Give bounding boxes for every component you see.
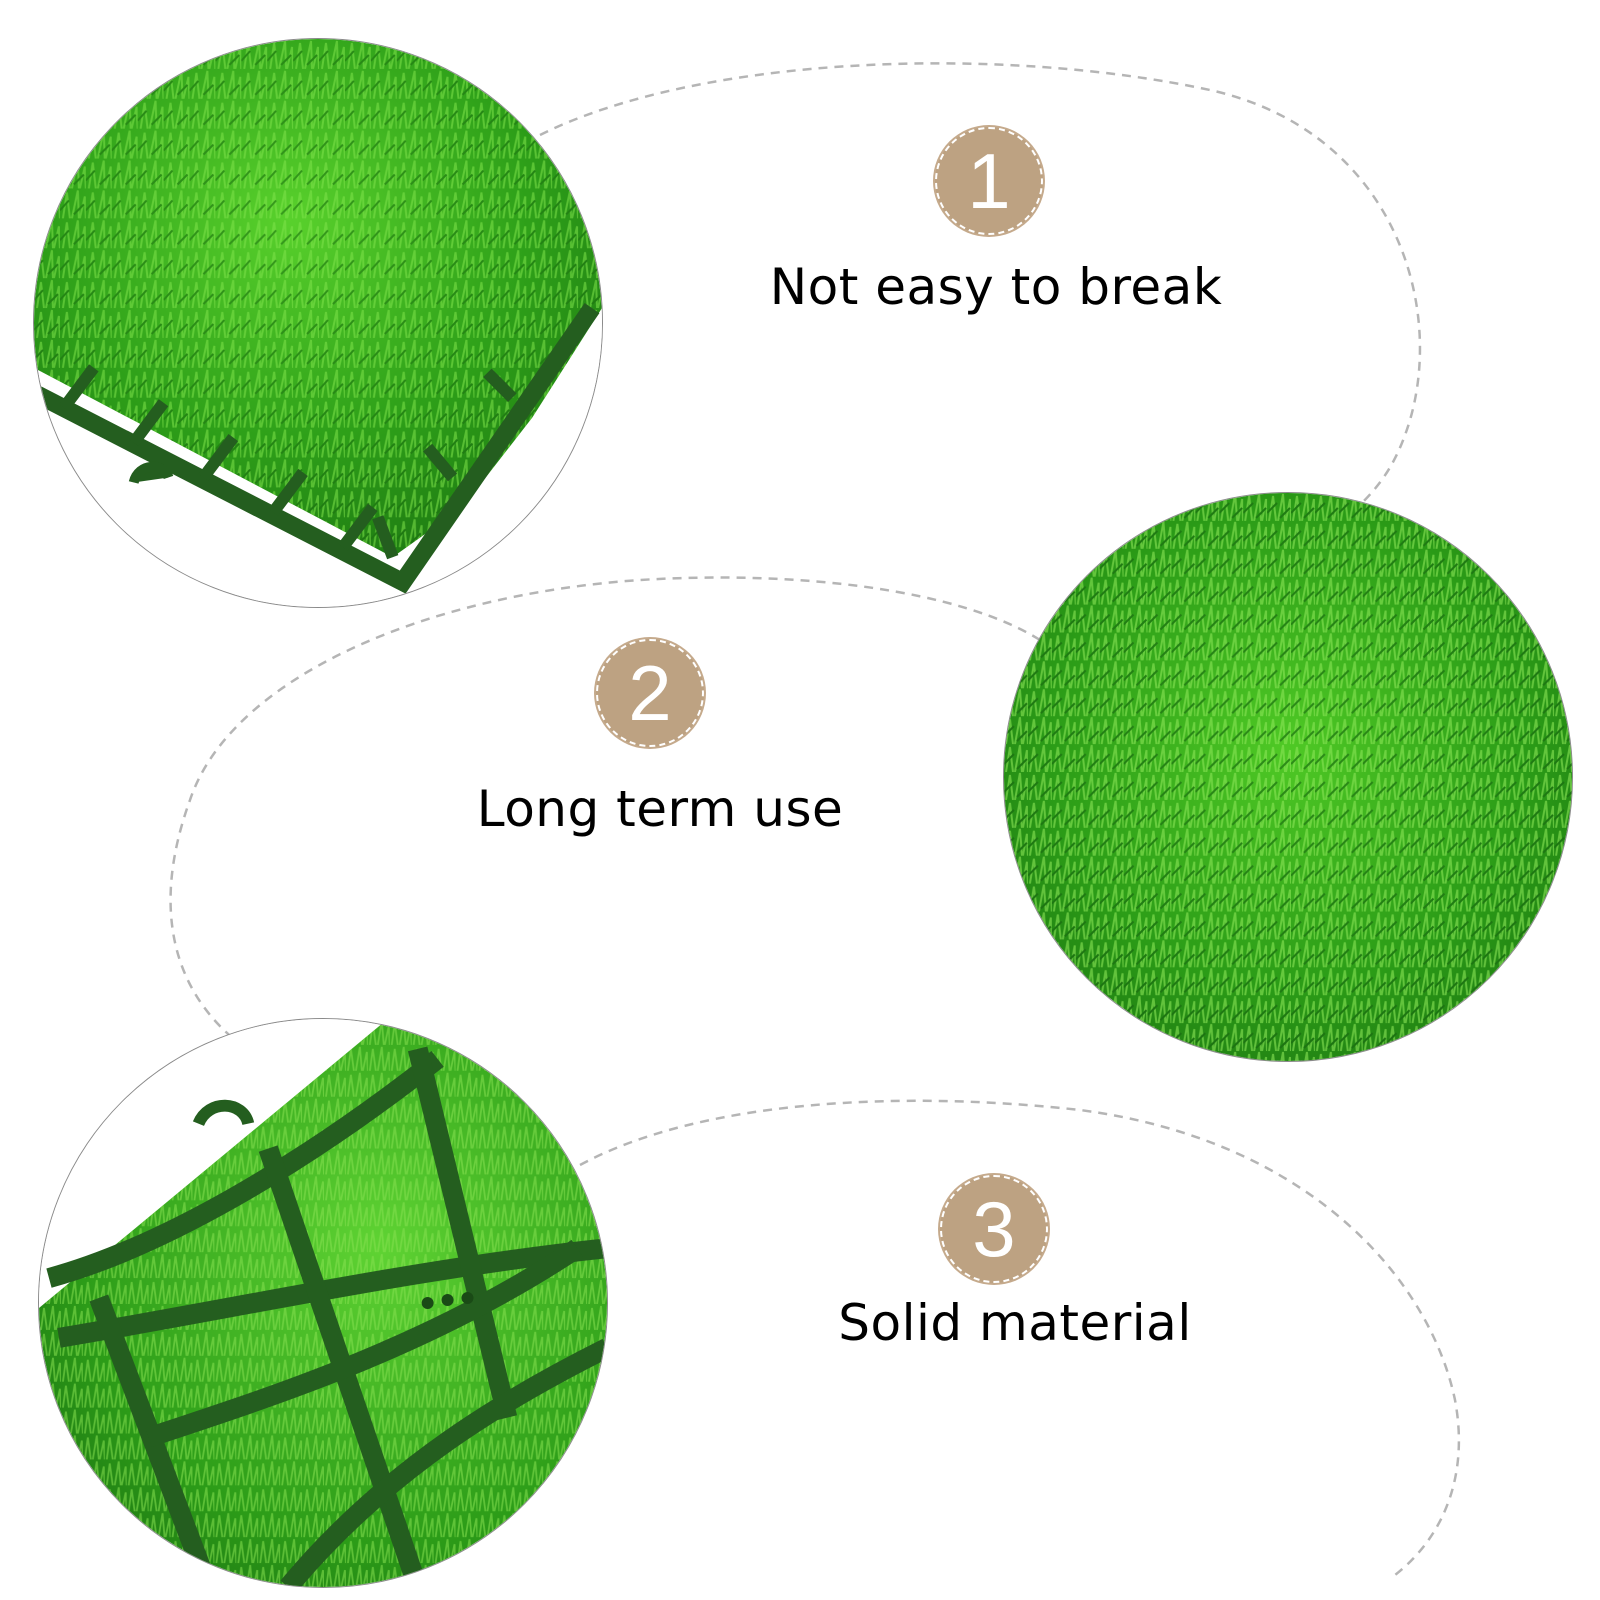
feature-number-badge-1: 1 — [935, 127, 1043, 235]
feature-number-2: 2 — [628, 649, 672, 737]
feature-label-3: Solid material — [838, 1294, 1192, 1352]
feature-number-badge-2: 2 — [596, 639, 704, 747]
feature-number-3: 3 — [972, 1185, 1016, 1273]
grass-mat-top-photo — [1003, 492, 1573, 1062]
feature-label-2: Long term use — [476, 780, 844, 838]
grass-mat-grid-backing-photo — [38, 1018, 608, 1588]
grass-mat-corner-photo — [33, 38, 603, 608]
feature-label-1: Not easy to break — [769, 258, 1223, 316]
feature-number-badge-3: 3 — [940, 1175, 1048, 1283]
feature-number-1: 1 — [967, 137, 1011, 225]
